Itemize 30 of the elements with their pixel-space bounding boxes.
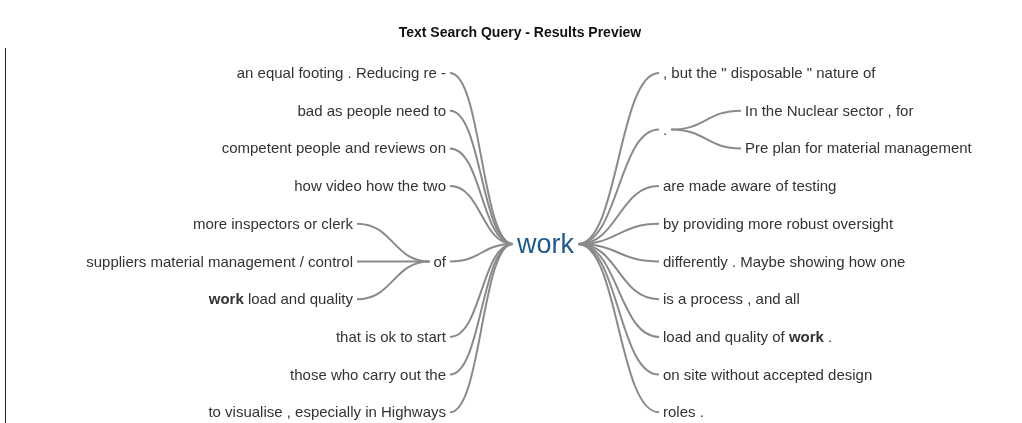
preceding-phrase: work load and quality bbox=[208, 290, 353, 309]
following-phrase: on site without accepted design bbox=[663, 365, 873, 384]
branch-line bbox=[356, 260, 431, 301]
branch-line bbox=[449, 243, 514, 414]
search-term: work bbox=[517, 229, 574, 259]
following-phrase: roles . bbox=[663, 403, 704, 422]
preceding-phrase: bad as people need to bbox=[297, 101, 446, 120]
preceding-phrase: competent people and reviews on bbox=[221, 139, 446, 158]
following-phrase: . bbox=[663, 120, 668, 139]
branch-line bbox=[670, 109, 742, 131]
preceding-phrase: those who carry out the bbox=[290, 365, 446, 384]
preceding-phrase: of bbox=[433, 252, 446, 271]
preceding-phrase: suppliers material management / control bbox=[86, 252, 353, 271]
following-phrase: Pre plan for material management bbox=[745, 139, 972, 158]
following-phrase: load and quality of work . bbox=[663, 327, 833, 346]
branch-line bbox=[577, 243, 660, 414]
following-phrase: is a process , and all bbox=[663, 290, 800, 309]
following-phrase: , but the " disposable " nature of bbox=[663, 64, 876, 82]
branch-line bbox=[356, 222, 431, 263]
following-phrase: differently . Maybe showing how one bbox=[663, 252, 906, 271]
following-phrase: are made aware of testing bbox=[663, 177, 837, 196]
branch-line bbox=[670, 128, 742, 150]
preceding-phrase: that is ok to start bbox=[335, 327, 446, 346]
preceding-phrase: how video how the two bbox=[294, 177, 446, 196]
preceding-phrase: more inspectors or clerk bbox=[192, 214, 353, 233]
following-phrase: In the Nuclear sector , for bbox=[745, 101, 914, 120]
following-phrase: by providing more robust oversight bbox=[663, 214, 894, 233]
chart-title: Text Search Query - Results Preview bbox=[397, 24, 643, 40]
preceding-phrase: an equal footing . Reducing re - bbox=[236, 64, 446, 82]
preceding-phrase: to visualise , especially in Highways bbox=[208, 403, 446, 422]
